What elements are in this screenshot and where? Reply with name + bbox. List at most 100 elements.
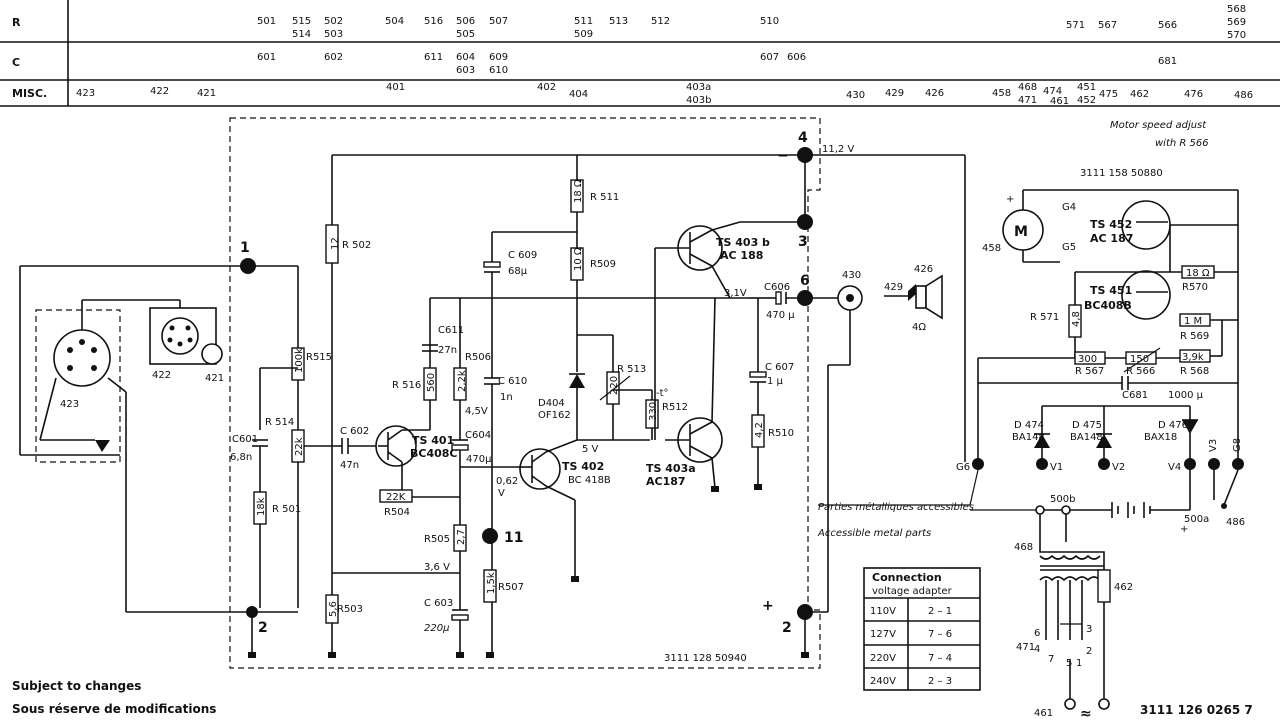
- value-d404: OF162: [538, 410, 571, 421]
- diode-d404: [569, 374, 585, 388]
- ref-cell: 475: [1099, 89, 1118, 100]
- ref-cell: 501: [257, 16, 276, 27]
- svg-text:560: 560: [426, 373, 437, 392]
- terminal-11: [482, 528, 498, 544]
- value-c607: 1 μ: [767, 376, 784, 387]
- svg-text:2,7: 2,7: [456, 529, 467, 545]
- label-458: 458: [982, 243, 1001, 254]
- svg-text:+: +: [1006, 194, 1014, 205]
- label-r503: R503: [337, 604, 363, 615]
- terminal-label-2-right: 2: [782, 620, 792, 636]
- ref-cell: 606: [787, 52, 806, 63]
- svg-text:BC 418B: BC 418B: [568, 475, 611, 486]
- svg-text:18 Ω: 18 Ω: [1186, 268, 1210, 279]
- label-c601: C601: [232, 434, 258, 445]
- svg-text:AC 188: AC 188: [720, 249, 763, 262]
- terminal-v2: [1098, 458, 1110, 470]
- svg-text:300: 300: [1078, 354, 1097, 365]
- ref-cell: 610: [489, 65, 508, 76]
- transistor-ts402: [519, 448, 561, 490]
- ref-cell: 461: [1050, 96, 1069, 107]
- svg-text:110V: 110V: [870, 606, 896, 617]
- value-c603: 220μ: [424, 623, 449, 634]
- value-c602: 47n: [340, 460, 359, 471]
- terminal-label-2: 2: [258, 620, 268, 636]
- transistor-ts451: [1121, 270, 1171, 320]
- ref-cell: 426: [925, 88, 944, 99]
- terminal-label-3: 3: [798, 234, 808, 250]
- svg-text:4,2: 4,2: [754, 422, 765, 438]
- label-r512: R512: [662, 402, 688, 413]
- ref-cell: 451: [1077, 82, 1096, 93]
- svg-text:TS 452: TS 452: [1090, 218, 1132, 231]
- ref-cell: 502: [324, 16, 343, 27]
- amp-board-code: 3111 128 50940: [664, 653, 747, 664]
- ref-cell: 421: [197, 88, 216, 99]
- terminal-g6: [972, 458, 984, 470]
- diode-d474: [1034, 434, 1050, 448]
- ref-cell: 514: [292, 29, 311, 40]
- ref-cell: 474: [1043, 86, 1062, 97]
- mains-plug-pin: [1098, 698, 1110, 710]
- label-422: 422: [152, 370, 171, 381]
- svg-text:voltage adapter: voltage adapter: [872, 586, 953, 597]
- label-500a: 500a: [1184, 514, 1209, 525]
- svg-text:330: 330: [648, 402, 659, 421]
- terminal-label-6: 6: [800, 273, 810, 289]
- svg-text:BC408B: BC408B: [1084, 299, 1132, 312]
- svg-text:G6: G6: [956, 462, 970, 473]
- terminal-6: [797, 290, 813, 306]
- ref-cell: 681: [1158, 56, 1177, 67]
- label-423: 423: [60, 399, 79, 410]
- label-r567: R 567: [1075, 366, 1104, 377]
- label-r512-temp: -t°: [656, 388, 669, 399]
- label-c602: C 602: [340, 426, 369, 437]
- ref-cell: 515: [292, 16, 311, 27]
- svg-text:G8: G8: [1232, 438, 1243, 452]
- label-461: 461: [1034, 708, 1053, 719]
- value-c601: 6,8n: [230, 452, 252, 463]
- ref-cell: 429: [885, 88, 904, 99]
- ref-cell: 509: [574, 29, 593, 40]
- voltage-adapter-table: Connection voltage adapter 110V 2 – 1 12…: [863, 567, 981, 691]
- svg-text:BAX18: BAX18: [1144, 432, 1177, 443]
- svg-text:V4: V4: [1168, 462, 1181, 473]
- svg-text:V2: V2: [1112, 462, 1125, 473]
- svg-text:220V: 220V: [870, 653, 896, 664]
- voltage-3v1: 3,1V: [724, 288, 747, 299]
- label-r513: R 513: [617, 364, 646, 375]
- ref-cell: 570: [1227, 30, 1246, 41]
- svg-text:6: 6: [1034, 628, 1040, 639]
- diode-d475: [1096, 434, 1112, 448]
- svg-text:1: 1: [1076, 658, 1082, 669]
- value-426: 4Ω: [912, 322, 926, 333]
- svg-text:D 474: D 474: [1014, 420, 1044, 431]
- label-c611: C611: [438, 325, 464, 336]
- svg-text:127V: 127V: [870, 629, 896, 640]
- svg-text:4: 4: [1034, 644, 1040, 655]
- label-r502: R 502: [342, 240, 371, 251]
- svg-text:≈: ≈: [1080, 706, 1092, 722]
- voltage-5v: 5 V: [582, 444, 599, 455]
- note-parties: Parties métalliques accessibles: [818, 501, 974, 513]
- svg-text:TS 403a: TS 403a: [646, 462, 696, 475]
- svg-text:BA148: BA148: [1012, 432, 1045, 443]
- ref-cell: 505: [456, 29, 475, 40]
- ref-cell: 567: [1098, 20, 1117, 31]
- label-421: 421: [205, 373, 224, 384]
- label-r569: R 569: [1180, 331, 1209, 342]
- ref-cell: 423: [76, 88, 95, 99]
- label-500b: 500b: [1050, 494, 1075, 505]
- label-429: 429: [884, 282, 903, 293]
- terminal-label-4: 4: [798, 130, 808, 146]
- ref-cell: 476: [1184, 89, 1203, 100]
- label-468: 468: [1014, 542, 1033, 553]
- resistor-r507: [483, 569, 497, 603]
- ref-cell: 401: [386, 82, 405, 93]
- svg-text:1 M: 1 M: [1184, 316, 1202, 327]
- voltage-unit-v: V: [498, 488, 505, 499]
- label-c681: C681: [1122, 390, 1148, 401]
- svg-text:AC187: AC187: [646, 475, 686, 488]
- label-r516: R 516: [392, 380, 421, 391]
- label-486: 486: [1226, 517, 1245, 528]
